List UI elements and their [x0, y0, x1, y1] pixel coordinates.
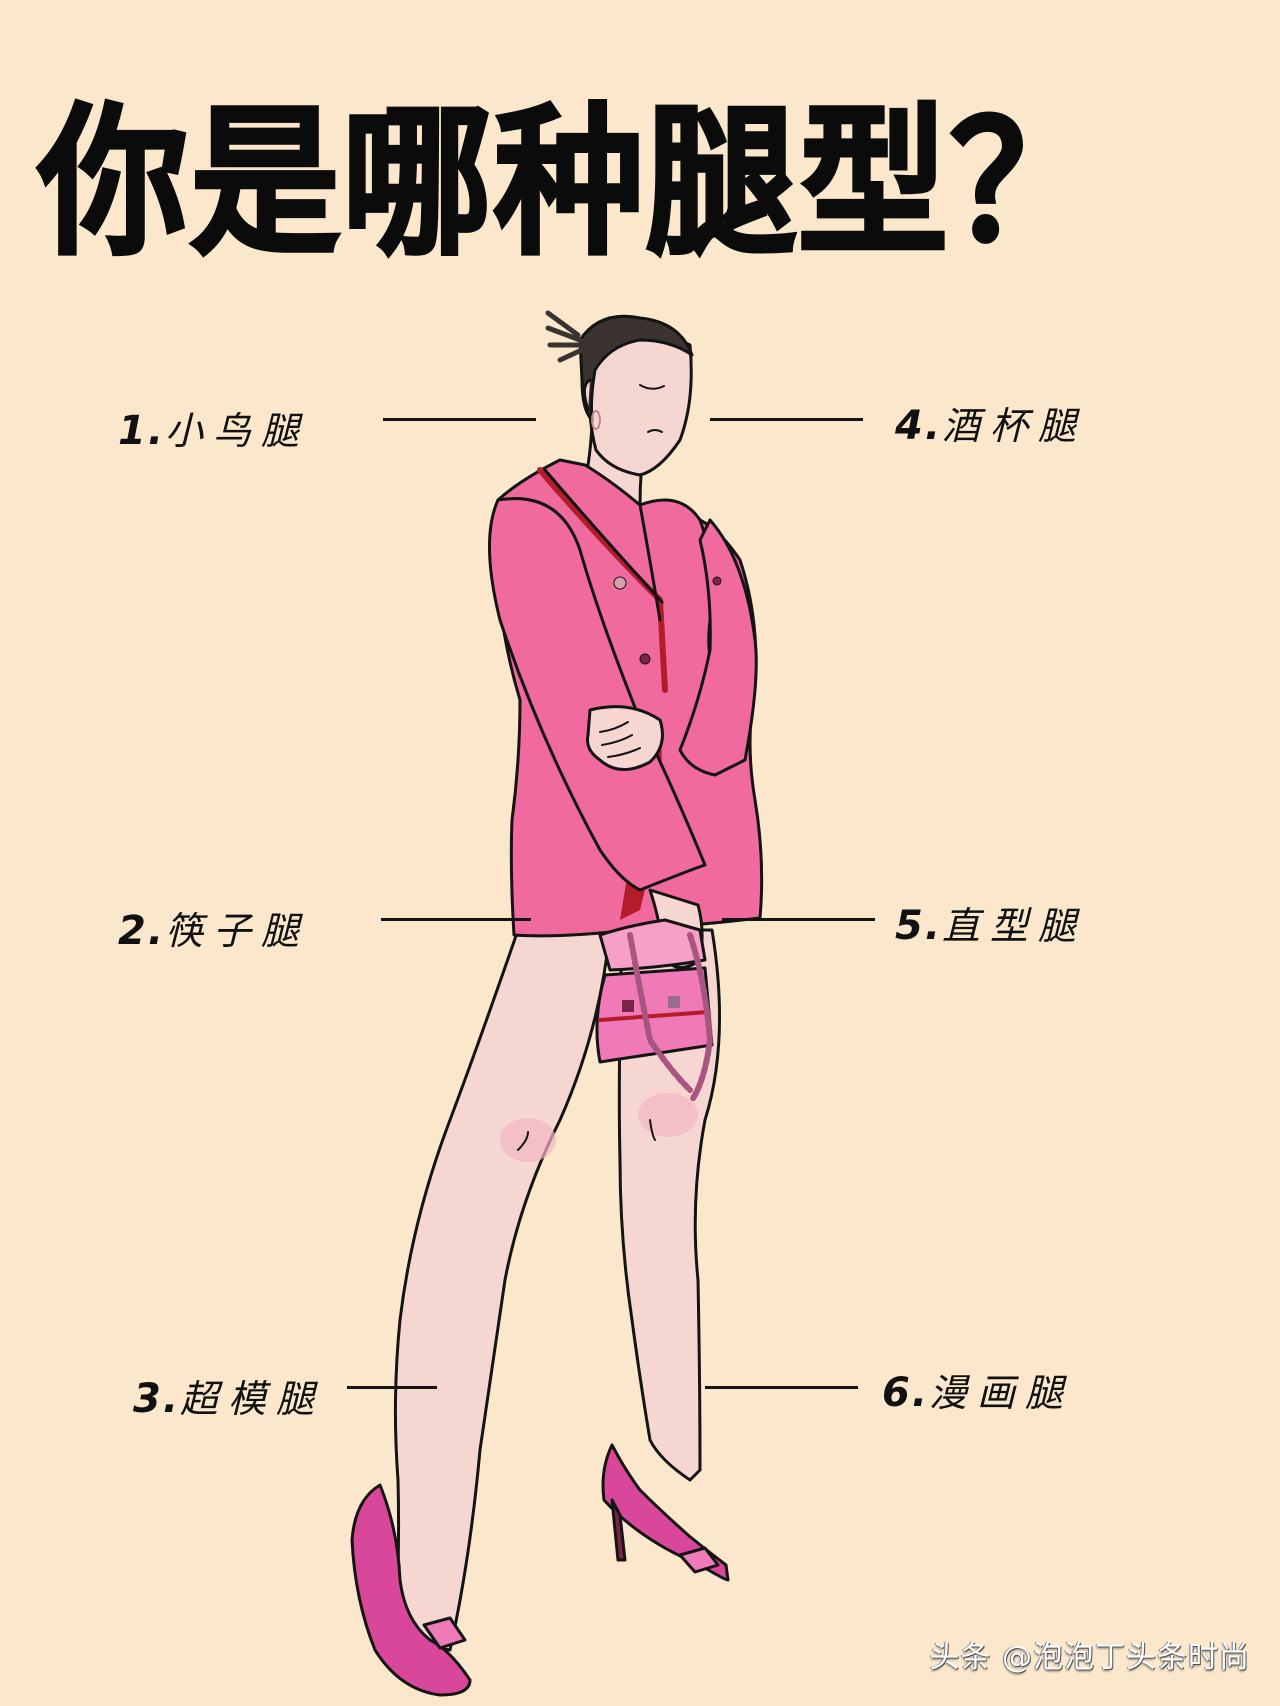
right-sleeve — [678, 518, 758, 777]
label-5-text: 直型腿 — [942, 904, 1087, 948]
label-1-text: 小鸟腿 — [165, 409, 310, 453]
label-4-number: 4. — [895, 403, 943, 449]
leader-line-2 — [381, 918, 531, 921]
left-leg — [393, 928, 612, 1652]
watermark: 头条 @泡泡丁头条时尚 — [929, 1640, 1250, 1675]
right-shoe — [601, 1443, 730, 1582]
left-shoe — [350, 1483, 472, 1697]
label-1-bird-leg: 1.小鸟腿 — [118, 400, 309, 455]
right-leg — [617, 928, 722, 1482]
label-2-text: 筷子腿 — [165, 909, 310, 953]
label-6-comic-leg: 6.漫画腿 — [882, 1362, 1073, 1417]
label-5-straight-leg: 5.直型腿 — [895, 895, 1086, 950]
page-title: 你是哪种腿型？ — [37, 89, 1103, 278]
label-2-number: 2. — [118, 908, 166, 954]
label-3-number: 3. — [133, 1376, 181, 1422]
label-1-number: 1. — [118, 408, 166, 454]
label-6-number: 6. — [882, 1370, 930, 1416]
leader-line-6 — [705, 1386, 858, 1389]
leader-line-3 — [347, 1386, 437, 1389]
bag-chain — [627, 932, 713, 1103]
label-2-chopstick-leg: 2.筷子腿 — [118, 900, 309, 955]
label-4-wineglass-leg: 4.酒杯腿 — [895, 395, 1086, 450]
label-5-number: 5. — [895, 903, 943, 949]
leader-line-5 — [722, 918, 875, 921]
label-3-supermodel-leg: 3.超模腿 — [133, 1368, 324, 1423]
leader-line-4 — [710, 418, 863, 421]
label-3-text: 超模腿 — [180, 1377, 325, 1421]
label-4-text: 酒杯腿 — [942, 404, 1087, 448]
left-sleeve — [488, 497, 707, 892]
leader-line-1 — [383, 418, 536, 421]
label-6-text: 漫画腿 — [929, 1371, 1074, 1415]
bag-flap — [598, 918, 707, 972]
